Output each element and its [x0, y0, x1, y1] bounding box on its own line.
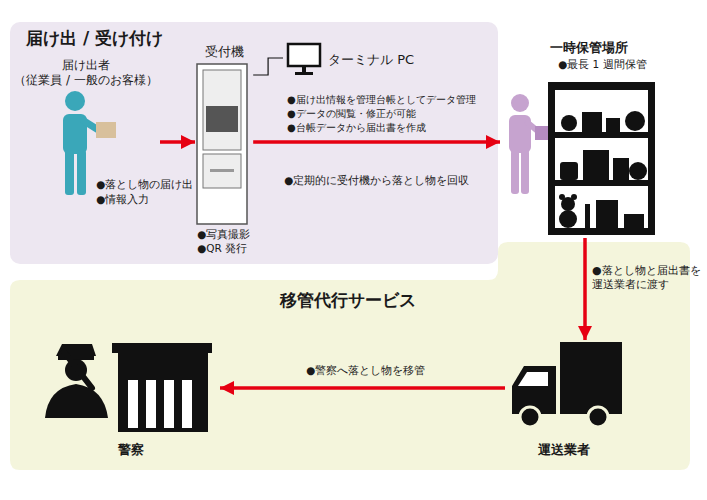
node-heading: 運送業者	[505, 442, 623, 458]
police-node: 警察	[40, 318, 220, 460]
storage-shelf	[548, 82, 655, 235]
node-note: ●QR 発行	[197, 242, 247, 255]
node-heading: 受付機	[195, 44, 253, 60]
edge-label: ●警察へ落とし物を移管	[306, 364, 425, 378]
link-line	[253, 58, 283, 75]
kiosk-node: 受付機 ●写真撮影●QR 発行	[195, 42, 253, 258]
node-note: ●データの閲覧・修正が可能	[287, 108, 416, 120]
node-heading: 移管代行サービス	[280, 290, 416, 310]
node-heading: 一時保管場所	[550, 40, 628, 56]
node-note: ●最長 1 週間保管	[558, 58, 647, 71]
flow-arrow	[220, 386, 505, 390]
note-text: ●情報入力	[96, 193, 149, 207]
node-note: ●台帳データから届出書を作成	[287, 122, 426, 134]
terminal-node: ターミナル PC ●届け出情報を管理台帳としてデータ管理 ●データの閲覧・修正が可能…	[283, 38, 495, 138]
staff-figure	[509, 94, 549, 194]
police-figure	[45, 344, 108, 418]
node-heading: 警察	[118, 442, 144, 458]
node-note: （従業員 / 一般のお客様）	[12, 73, 160, 87]
note-text: ●落とし物の届け出	[96, 178, 193, 192]
flow-arrow	[160, 140, 195, 144]
region-band: 届け出 / 受け付け届け出者（従業員 / 一般のお客様） 受付機 ●写真撮影●QR …	[10, 22, 498, 264]
police-building	[112, 343, 212, 432]
flow-arrow	[583, 238, 587, 340]
monitor-icon	[288, 44, 320, 75]
node-note: ●届け出情報を管理台帳としてデータ管理	[287, 94, 476, 106]
node-heading: 届け出者	[12, 58, 160, 72]
node-note: ●写真撮影	[197, 228, 250, 241]
kiosk-machine	[197, 64, 247, 224]
edge-label: ●落とし物と届出書を 運送業者に渡す	[592, 264, 706, 293]
node-heading: ターミナル PC	[328, 52, 414, 68]
edge-label: ●定期的に受付機から落とし物を回収	[284, 174, 469, 188]
storage-node: 一時保管場所 ●最長 1 週間保管	[500, 40, 660, 238]
yellow-band	[10, 242, 690, 470]
node-heading: 届け出 / 受け付け	[26, 28, 163, 48]
flow-arrow	[253, 140, 500, 144]
truck-icon	[512, 342, 622, 427]
carrier-node: 運送業者	[505, 340, 623, 462]
